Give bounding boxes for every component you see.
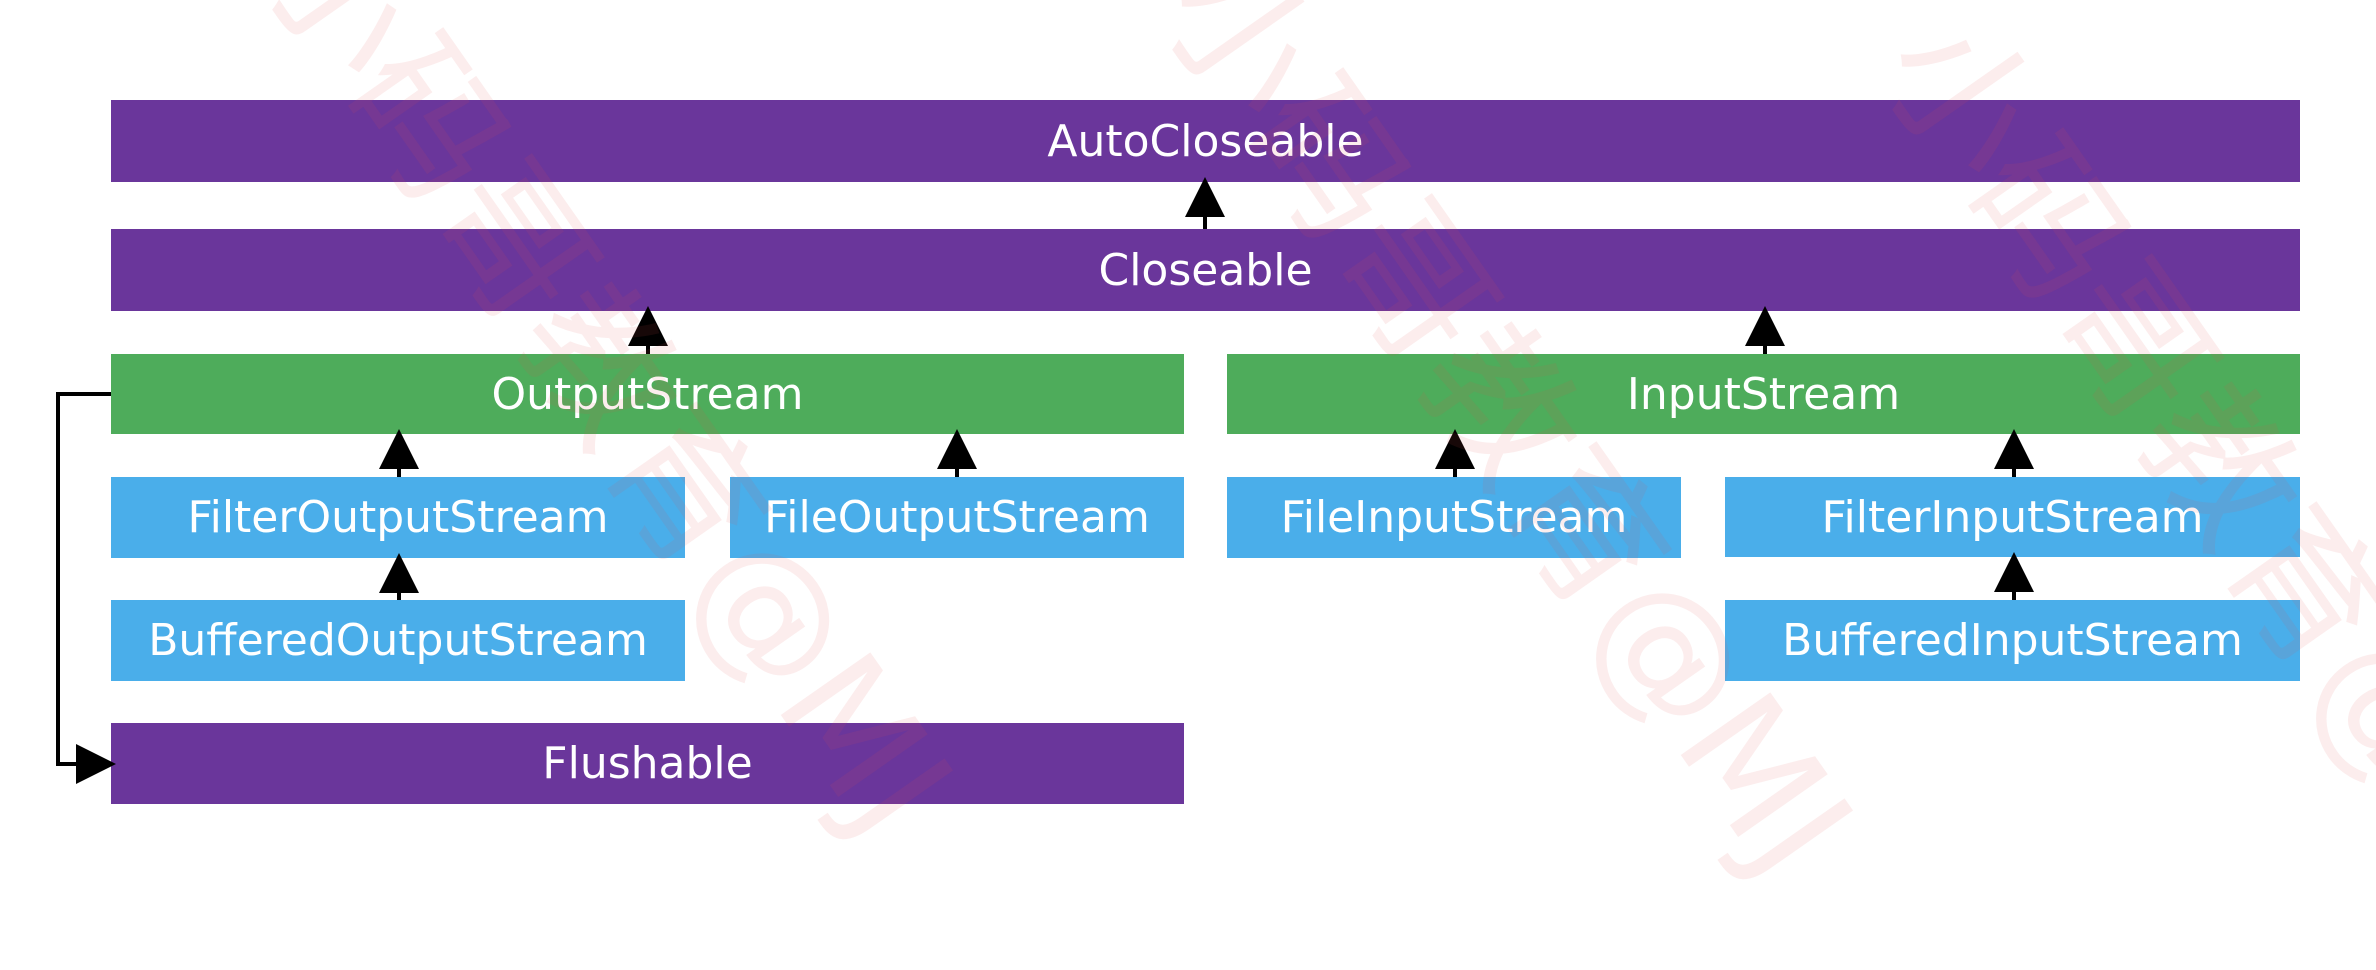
- outputstream-node: OutputStream: [111, 354, 1184, 434]
- fileinputstream-label: FileInputStream: [1280, 492, 1628, 543]
- filteroutputstream-label: FilterOutputStream: [187, 492, 609, 543]
- bufferedoutputstream-label: BufferedOutputStream: [148, 615, 648, 666]
- fileinputstream-node: FileInputStream: [1227, 477, 1681, 558]
- arrow-outputstream-to-flushable: [56, 392, 116, 784]
- bufferedoutputstream-node: BufferedOutputStream: [111, 600, 685, 681]
- filteroutputstream-node: FilterOutputStream: [111, 477, 685, 558]
- closeable-label: Closeable: [1098, 244, 1313, 296]
- bufferedinputstream-label: BufferedInputStream: [1782, 615, 2243, 666]
- filterinputstream-node: FilterInputStream: [1725, 477, 2300, 557]
- io-class-hierarchy-diagram: AutoCloseable Closeable OutputStream Inp…: [56, 0, 2376, 966]
- flushable-label: Flushable: [542, 738, 753, 789]
- inputstream-node: InputStream: [1227, 354, 2300, 434]
- closeable-node: Closeable: [111, 229, 2300, 311]
- autocloseable-node: AutoCloseable: [111, 100, 2300, 182]
- flushable-node: Flushable: [111, 723, 1184, 804]
- bufferedinputstream-node: BufferedInputStream: [1725, 600, 2300, 681]
- autocloseable-label: AutoCloseable: [1047, 115, 1364, 167]
- fileoutputstream-label: FileOutputStream: [764, 492, 1150, 543]
- outputstream-label: OutputStream: [491, 368, 804, 420]
- filterinputstream-label: FilterInputStream: [1821, 491, 2204, 543]
- inputstream-label: InputStream: [1626, 368, 1901, 420]
- fileoutputstream-node: FileOutputStream: [730, 477, 1184, 558]
